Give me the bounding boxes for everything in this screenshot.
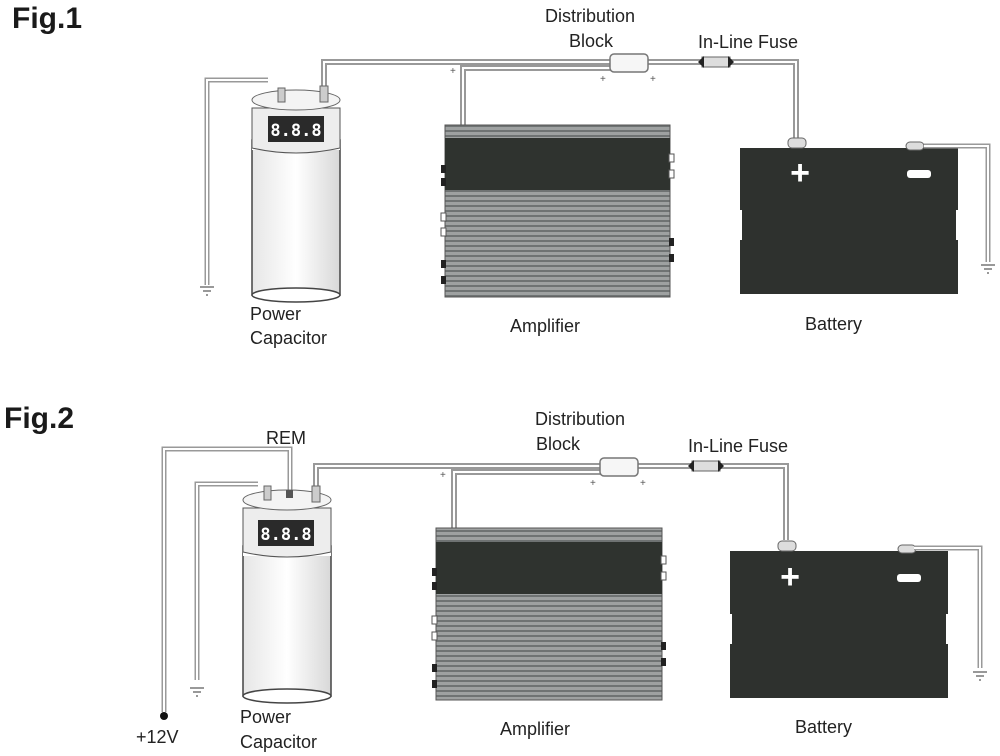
fig2-title: Fig.2 [4,402,75,435]
fig1-amplifier-label: Amplifier [510,316,581,336]
fig2-diagram: + + + 8.8.8 [160,446,987,720]
fig2-distribution-block [599,457,639,477]
fig1-battery-negative [907,170,931,178]
fig2-battery-label: Battery [795,717,853,737]
fig2-capacitor-display [258,520,314,546]
fig2-rem-label: REM [266,428,306,448]
fig2-distribution-block-label-1: Distribution [535,409,626,429]
fig2-battery-positive: + [780,558,800,596]
fig1-distribution-block-label-2: Block [569,31,614,51]
fig1-capacitor-label-2: Capacitor [250,328,328,348]
fig2-battery-negative [897,574,921,582]
fig2-distribution-block-label-2: Block [536,434,581,454]
fig1-amp-wire [460,65,612,125]
fig1-title: Fig.1 [12,2,83,35]
fig2-power-capacitor: 8.8.8 [242,485,332,704]
fig2-supply-label: +12V [136,727,179,747]
fig2-inline-fuse [688,460,724,472]
fig2-ground-symbol-left [190,687,204,697]
svg-text:+: + [450,66,456,77]
fig1-battery: + [736,137,962,294]
fig2-ground-symbol-right [973,671,987,681]
fig1-distribution-block-label-1: Distribution [545,6,636,26]
fig2-capacitor-label-1: Power [240,707,292,727]
fig2-capacitor-label-2: Capacitor [240,732,318,752]
fig1-distribution-block [609,53,649,73]
svg-text:+: + [650,74,656,85]
fig1-diagram: + + + 8.8.8 [200,53,995,303]
fig2-battery: + [726,540,952,698]
fig1-display-digits: 8.8.8 [270,121,321,141]
svg-text:+: + [640,478,646,489]
fig1-inline-fuse [698,56,734,68]
fig2-amp-wire [451,469,602,528]
fig1-fuse-label: In-Line Fuse [698,32,799,52]
svg-text:+: + [590,478,596,489]
fig1-capacitor-label-1: Power [250,304,302,324]
fig1-battery-label: Battery [805,314,863,334]
svg-text:+: + [440,470,446,481]
fig2-amplifier-label: Amplifier [500,719,571,739]
fig2-12v-terminal [160,712,168,720]
fig2-amplifier [431,527,667,701]
fig2-display-digits: 8.8.8 [260,525,311,545]
fig1-power-capacitor: 8.8.8 [251,85,341,303]
fig1-amplifier [440,124,675,298]
fig1-ground-symbol-left [200,286,214,296]
fig1-capacitor-display [268,116,324,142]
svg-text:+: + [600,74,606,85]
fig1-ground-symbol-right [981,264,995,274]
fig1-battery-positive: + [790,154,810,192]
fig2-fuse-label: In-Line Fuse [688,436,789,456]
